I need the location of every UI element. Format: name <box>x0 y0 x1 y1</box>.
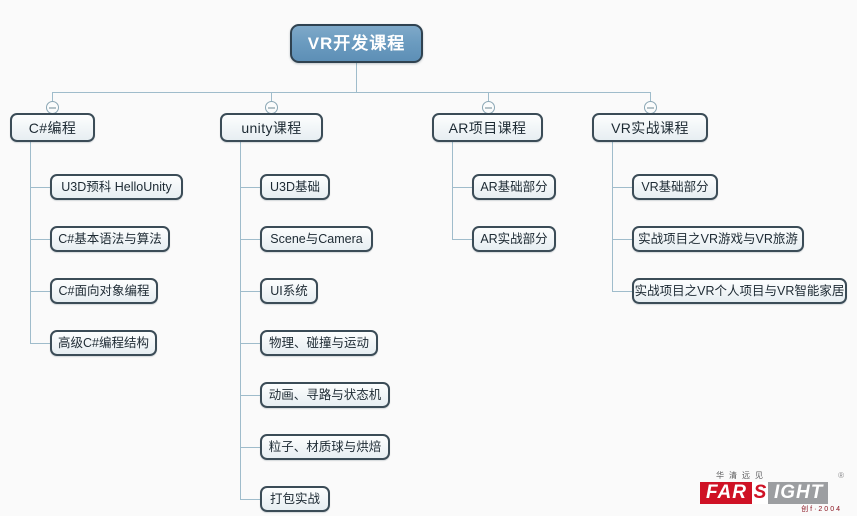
connector-stub-2-4 <box>240 343 260 344</box>
node-leaf-label: C#基本语法与算法 <box>58 231 162 246</box>
node-branch-vr-label: VR实战课程 <box>611 119 689 136</box>
node-leaf-unity-2[interactable]: Scene与Camera <box>260 226 373 252</box>
connector-stub-2-2 <box>240 239 260 240</box>
node-leaf-unity-7[interactable]: 打包实战 <box>260 486 330 512</box>
connector-stub-3-1 <box>452 187 472 188</box>
logo-word-ight: IGHT <box>768 482 829 504</box>
node-root-label: VR开发课程 <box>307 34 406 53</box>
node-branch-unity[interactable]: unity课程 <box>220 113 323 142</box>
logo-word-far: FAR <box>700 482 752 504</box>
connector-stub-1-3 <box>30 291 50 292</box>
node-leaf-vr-3[interactable]: 实战项目之VR个人项目与VR智能家居 <box>632 278 847 304</box>
connector-stub-1-1 <box>30 187 50 188</box>
node-leaf-label: C#面向对象编程 <box>58 283 150 298</box>
node-leaf-label: AR实战部分 <box>480 231 548 246</box>
node-leaf-label: VR基础部分 <box>641 179 709 194</box>
node-leaf-csharp-3[interactable]: C#面向对象编程 <box>50 278 158 304</box>
connector-stub-2-7 <box>240 499 260 500</box>
node-leaf-label: 粒子、材质球与烘焙 <box>268 439 382 454</box>
node-leaf-label: 物理、碰撞与运动 <box>269 335 370 350</box>
node-leaf-unity-3[interactable]: UI系统 <box>260 278 318 304</box>
connector-drop-branch-1 <box>52 92 53 101</box>
connector-stub-4-3 <box>612 291 632 292</box>
node-leaf-csharp-4[interactable]: 高级C#编程结构 <box>50 330 157 356</box>
node-leaf-label: 实战项目之VR游戏与VR旅游 <box>638 231 798 246</box>
logo-word-s: S <box>752 482 768 504</box>
connector-stub-1-2 <box>30 239 50 240</box>
farsight-logo: 华清远见 ® FAR S IGHT 创f·2004 <box>700 470 848 513</box>
logo-tagline: 创f·2004 <box>801 506 842 513</box>
node-branch-ar-label: AR项目课程 <box>448 119 527 136</box>
node-branch-ar[interactable]: AR项目课程 <box>432 113 543 142</box>
connector-stub-2-5 <box>240 395 260 396</box>
connector-drop-branch-4 <box>650 92 651 101</box>
connector-stub-4-1 <box>612 187 632 188</box>
connector-stub-2-3 <box>240 291 260 292</box>
node-leaf-vr-2[interactable]: 实战项目之VR游戏与VR旅游 <box>632 226 804 252</box>
connector-stub-1-4 <box>30 343 50 344</box>
connector-stub-2-1 <box>240 187 260 188</box>
node-leaf-unity-5[interactable]: 动画、寻路与状态机 <box>260 382 390 408</box>
connector-trunk-branch-2 <box>240 141 241 499</box>
node-root[interactable]: VR开发课程 <box>290 24 423 63</box>
connector-trunk-branch-4 <box>612 141 613 291</box>
connector-stub-4-2 <box>612 239 632 240</box>
connector-trunk-branch-3 <box>452 141 453 239</box>
connector-root-stem <box>356 63 357 92</box>
node-leaf-unity-6[interactable]: 粒子、材质球与烘焙 <box>260 434 390 460</box>
node-leaf-label: AR基础部分 <box>480 179 548 194</box>
connector-stub-2-6 <box>240 447 260 448</box>
connector-trunk-branch-1 <box>30 141 31 343</box>
node-leaf-label: U3D预科 HelloUnity <box>61 179 172 194</box>
node-leaf-ar-2[interactable]: AR实战部分 <box>472 226 556 252</box>
node-branch-csharp[interactable]: C#编程 <box>10 113 95 142</box>
node-branch-unity-label: unity课程 <box>241 119 302 136</box>
registered-trademark-icon: ® <box>838 471 844 480</box>
connector-drop-branch-2 <box>271 92 272 101</box>
node-branch-csharp-label: C#编程 <box>28 119 77 136</box>
node-leaf-label: U3D基础 <box>270 179 321 194</box>
node-leaf-csharp-1[interactable]: U3D预科 HelloUnity <box>50 174 183 200</box>
node-leaf-label: Scene与Camera <box>270 231 363 246</box>
node-leaf-label: UI系统 <box>270 283 308 298</box>
node-leaf-ar-1[interactable]: AR基础部分 <box>472 174 556 200</box>
logo-chinese-name: 华清远见 <box>716 471 768 480</box>
node-leaf-csharp-2[interactable]: C#基本语法与算法 <box>50 226 170 252</box>
node-leaf-vr-1[interactable]: VR基础部分 <box>632 174 718 200</box>
node-leaf-unity-1[interactable]: U3D基础 <box>260 174 330 200</box>
logo-wordmark: FAR S IGHT <box>700 482 829 504</box>
connector-drop-branch-3 <box>488 92 489 101</box>
node-leaf-label: 动画、寻路与状态机 <box>268 387 382 402</box>
connector-level2-bus <box>52 92 650 93</box>
node-leaf-unity-4[interactable]: 物理、碰撞与运动 <box>260 330 378 356</box>
node-leaf-label: 高级C#编程结构 <box>58 335 149 350</box>
connector-stub-3-2 <box>452 239 472 240</box>
node-leaf-label: 实战项目之VR个人项目与VR智能家居 <box>634 283 845 298</box>
node-leaf-label: 打包实战 <box>270 491 321 506</box>
node-branch-vr[interactable]: VR实战课程 <box>592 113 708 142</box>
